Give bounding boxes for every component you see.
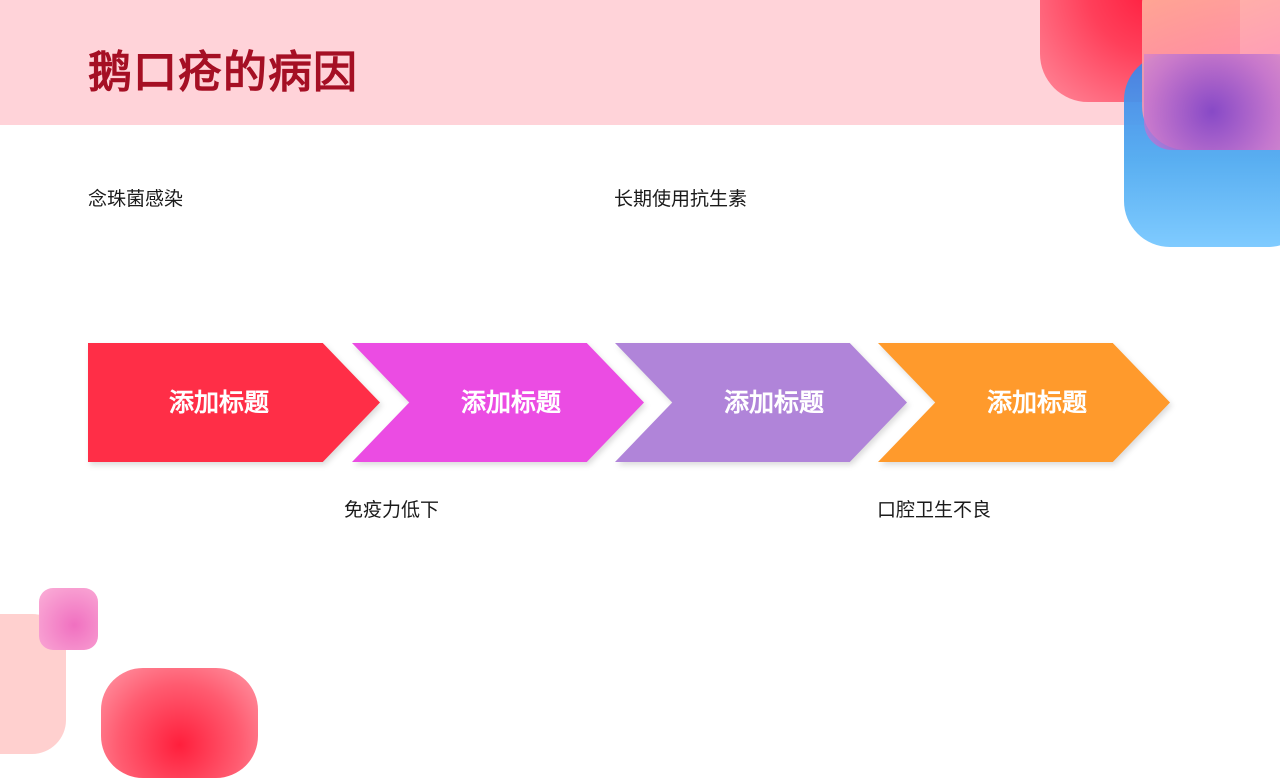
step-1-caption: 念珠菌感染 bbox=[88, 188, 184, 210]
page-title: 鹅口疮的病因 bbox=[88, 47, 358, 98]
step-2-chevron: 添加标题 bbox=[352, 343, 644, 462]
step-4-caption: 口腔卫生不良 bbox=[877, 499, 992, 521]
step-1-arrow-shape bbox=[88, 343, 380, 462]
step-3-chevron: 添加标题 bbox=[615, 343, 907, 462]
step-1-label: 添加标题 bbox=[168, 388, 269, 417]
step-3-caption: 长期使用抗生素 bbox=[614, 188, 748, 210]
step-1-chevron: 添加标题 bbox=[88, 343, 380, 462]
decorative-shape-red-bottom bbox=[101, 668, 258, 778]
step-4-label: 添加标题 bbox=[986, 388, 1087, 417]
decorative-shape-pink bbox=[39, 588, 98, 650]
step-2-label: 添加标题 bbox=[460, 388, 561, 417]
step-3-label: 添加标题 bbox=[723, 388, 824, 417]
step-4-chevron: 添加标题 bbox=[878, 343, 1170, 462]
decorative-shape-purple bbox=[1144, 54, 1280, 150]
step-2-caption: 免疫力低下 bbox=[344, 499, 440, 521]
